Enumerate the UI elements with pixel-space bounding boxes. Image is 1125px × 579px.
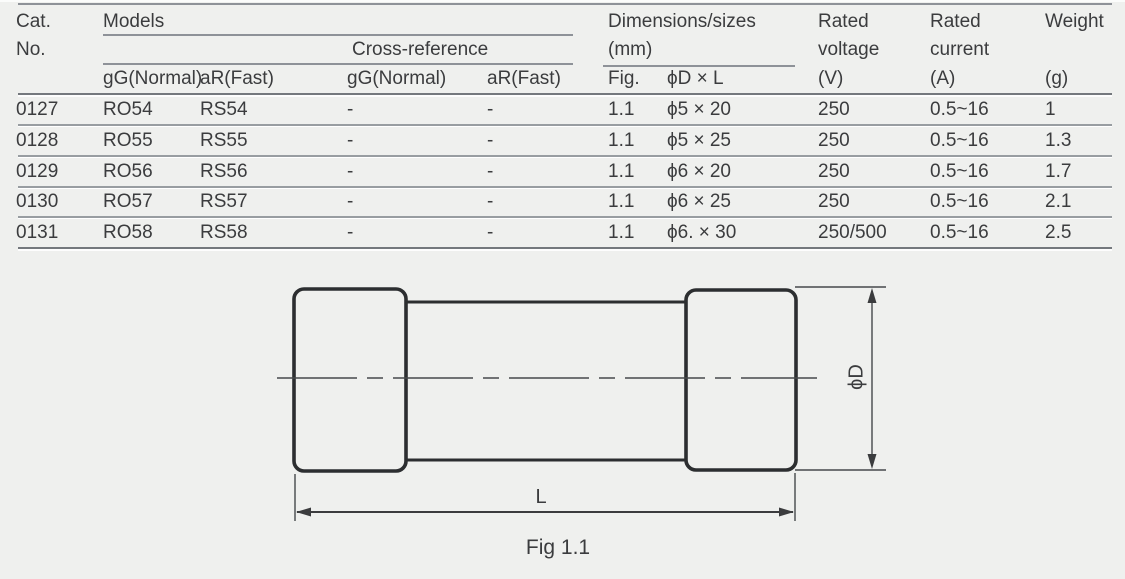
weight-cell: 1 — [1045, 99, 1056, 120]
cat-no-cell: 0127 — [16, 99, 59, 120]
table-row: 0128 RO55 RS55 - - 1.1 ϕ5 × 25 250 0.5~1… — [0, 125, 1125, 156]
cross-gg-cell: - — [347, 99, 354, 120]
header-rated-current: Rated — [930, 11, 981, 32]
current-cell: 0.5~16 — [930, 99, 989, 120]
model-gg-cell: RO57 — [103, 191, 153, 212]
fig-cell: 1.1 — [608, 191, 635, 212]
dxl-cell: ϕ6 × 20 — [667, 161, 731, 182]
header-dimensions-unit: (mm) — [608, 39, 653, 60]
header-voltage-word: voltage — [818, 39, 880, 60]
current-cell: 0.5~16 — [930, 222, 989, 243]
model-ar-cell: RS54 — [200, 99, 248, 120]
cat-no-cell: 0129 — [16, 161, 59, 182]
voltage-cell: 250 — [818, 130, 850, 151]
subheader-gram-unit: (g) — [1045, 68, 1069, 89]
weight-cell: 1.7 — [1045, 161, 1072, 182]
subheader-model-gg: gG(Normal) — [103, 68, 203, 89]
arrowhead-up — [867, 288, 877, 303]
diameter-dimension: ϕD — [795, 286, 886, 471]
cross-ar-cell: - — [487, 222, 494, 243]
dimensions-underline — [603, 65, 795, 67]
subheader-dxl: ϕD × L — [667, 68, 724, 89]
fuse-left-cap — [292, 287, 408, 473]
header-current-word: current — [930, 39, 990, 60]
fuse-body — [403, 300, 689, 462]
voltage-cell: 250 — [818, 99, 850, 120]
subheader-volt-unit: (V) — [818, 68, 844, 89]
arrowhead-right — [779, 507, 794, 517]
length-label: L — [535, 486, 546, 508]
voltage-cell: 250 — [818, 191, 850, 212]
row-separator — [18, 216, 1112, 218]
voltage-cell: 250/500 — [818, 222, 887, 243]
subheader-fig: Fig. — [608, 68, 640, 89]
current-cell: 0.5~16 — [930, 191, 989, 212]
header-cat: Cat. — [16, 11, 51, 32]
table-top-border — [18, 3, 1112, 5]
row-separator — [18, 186, 1112, 188]
page-top-edge — [0, 0, 1125, 2]
cross-gg-cell: - — [347, 161, 354, 182]
dxl-cell: ϕ5 × 20 — [667, 99, 731, 120]
weight-cell: 2.5 — [1045, 222, 1072, 243]
model-ar-cell: RS57 — [200, 191, 248, 212]
diameter-label: ϕD — [845, 364, 867, 390]
dxl-cell: ϕ6. × 30 — [667, 222, 737, 243]
dxl-cell: ϕ5 × 25 — [667, 130, 731, 151]
table-bottom-border — [18, 247, 1112, 249]
cat-no-cell: 0130 — [16, 191, 59, 212]
weight-cell: 1.3 — [1045, 130, 1072, 151]
cross-gg-cell: - — [347, 191, 354, 212]
model-gg-cell: RO58 — [103, 222, 153, 243]
table-row: 0131 RO58 RS58 - - 1.1 ϕ6. × 30 250/500 … — [0, 217, 1125, 248]
fig-cell: 1.1 — [608, 130, 635, 151]
cross-ar-cell: - — [487, 130, 494, 151]
current-cell: 0.5~16 — [930, 161, 989, 182]
header-dimensions: Dimensions/sizes — [608, 11, 756, 32]
subheader-model-ar: aR(Fast) — [200, 68, 274, 89]
header-cross-reference: Cross-reference — [352, 39, 489, 60]
model-ar-cell: RS55 — [200, 130, 248, 151]
cross-ar-cell: - — [487, 161, 494, 182]
model-gg-cell: RO54 — [103, 99, 153, 120]
cross-gg-cell: - — [347, 222, 354, 243]
cat-no-cell: 0131 — [16, 222, 59, 243]
table-row: 0129 RO56 RS56 - - 1.1 ϕ6 × 20 250 0.5~1… — [0, 156, 1125, 187]
model-ar-cell: RS56 — [200, 161, 248, 182]
model-gg-cell: RO55 — [103, 130, 153, 151]
voltage-cell: 250 — [818, 161, 850, 182]
cross-gg-cell: - — [347, 130, 354, 151]
length-dimension: L — [294, 473, 796, 521]
header-rated-voltage: Rated — [818, 11, 869, 32]
fig-cell: 1.1 — [608, 99, 635, 120]
models-group-underline — [103, 34, 573, 36]
fuse-outline — [277, 287, 817, 473]
fig-cell: 1.1 — [608, 161, 635, 182]
row-separator — [18, 124, 1112, 126]
subheader-cross-ar: aR(Fast) — [487, 68, 561, 89]
current-cell: 0.5~16 — [930, 130, 989, 151]
row-separator — [18, 155, 1112, 157]
cat-no-cell: 0128 — [16, 130, 59, 151]
subheader-cross-gg: gG(Normal) — [347, 68, 447, 89]
cross-ar-cell: - — [487, 191, 494, 212]
dxl-cell: ϕ6 × 25 — [667, 191, 731, 212]
weight-cell: 2.1 — [1045, 191, 1072, 212]
fuse-right-cap — [684, 288, 798, 472]
cross-reference-underline — [103, 63, 573, 65]
figure-caption: Fig 1.1 — [525, 536, 591, 559]
table-row: 0127 RO54 RS54 - - 1.1 ϕ5 × 20 250 0.5~1… — [0, 94, 1125, 125]
arrowhead-down — [867, 454, 877, 469]
header-cat-no: No. — [16, 39, 46, 60]
subheader-amp-unit: (A) — [930, 68, 956, 89]
table-row: 0130 RO57 RS57 - - 1.1 ϕ6 × 25 250 0.5~1… — [0, 186, 1125, 217]
arrowhead-left — [296, 507, 311, 517]
cross-ar-cell: - — [487, 99, 494, 120]
header-weight: Weight — [1045, 11, 1104, 32]
model-gg-cell: RO56 — [103, 161, 153, 182]
fig-cell: 1.1 — [608, 222, 635, 243]
header-models: Models — [103, 11, 165, 32]
model-ar-cell: RS58 — [200, 222, 248, 243]
header-separator — [18, 93, 1112, 95]
